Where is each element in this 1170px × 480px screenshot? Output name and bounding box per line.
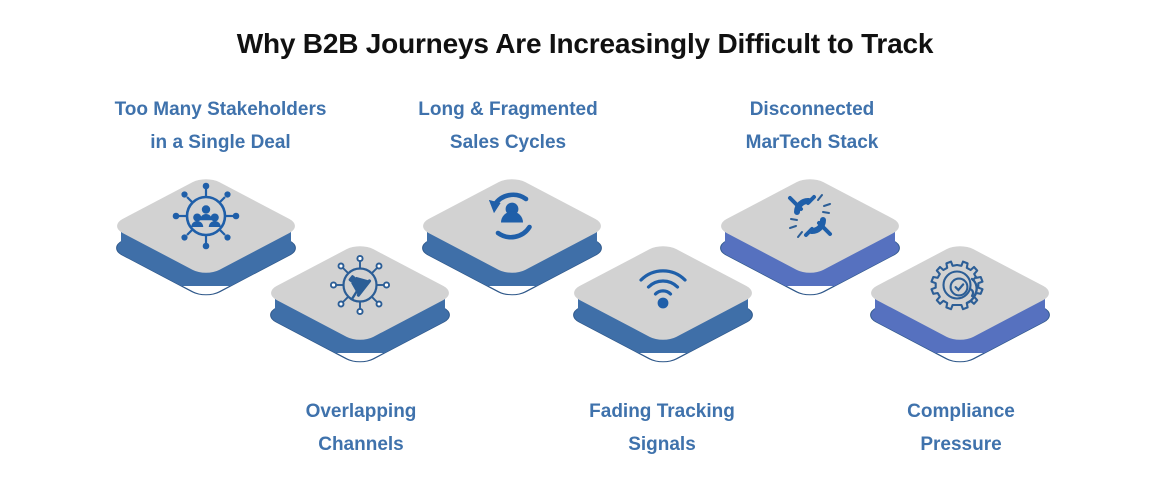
tile-top-face (423, 179, 601, 273)
label-compliance: Compliance Pressure (907, 401, 1015, 455)
tile-top-face (117, 179, 295, 273)
signal-wifi-icon (639, 269, 687, 309)
node-stakeholders[interactable] (109, 175, 303, 299)
tile-top-face (721, 179, 899, 273)
tile-top-face (871, 246, 1049, 340)
label-overlapping-channels: Overlapping Channels (305, 401, 417, 455)
label-tracking-signals: Fading Tracking Signals (589, 401, 735, 455)
tile-top-face (574, 246, 752, 340)
stakeholder-network-icon (172, 182, 240, 250)
node-overlapping-channels[interactable] (263, 242, 457, 366)
broken-plug-icon (788, 194, 832, 238)
customer-cycle-icon (489, 192, 532, 240)
node-tracking-signals[interactable] (566, 242, 760, 366)
node-compliance[interactable] (863, 242, 1057, 366)
node-martech-stack[interactable] (713, 175, 907, 299)
gear-shield-hand-icon (930, 260, 984, 311)
node-sales-cycles[interactable] (415, 175, 609, 299)
label-stakeholders: Too Many Stakeholders in a Single Deal (114, 99, 327, 153)
page-title: Why B2B Journeys Are Increasingly Diffic… (236, 28, 934, 59)
label-martech-stack: Disconnected MarTech Stack (745, 99, 879, 153)
megaphone-network-icon (329, 254, 391, 316)
label-sales-cycles: Long & Fragmented Sales Cycles (418, 99, 598, 153)
